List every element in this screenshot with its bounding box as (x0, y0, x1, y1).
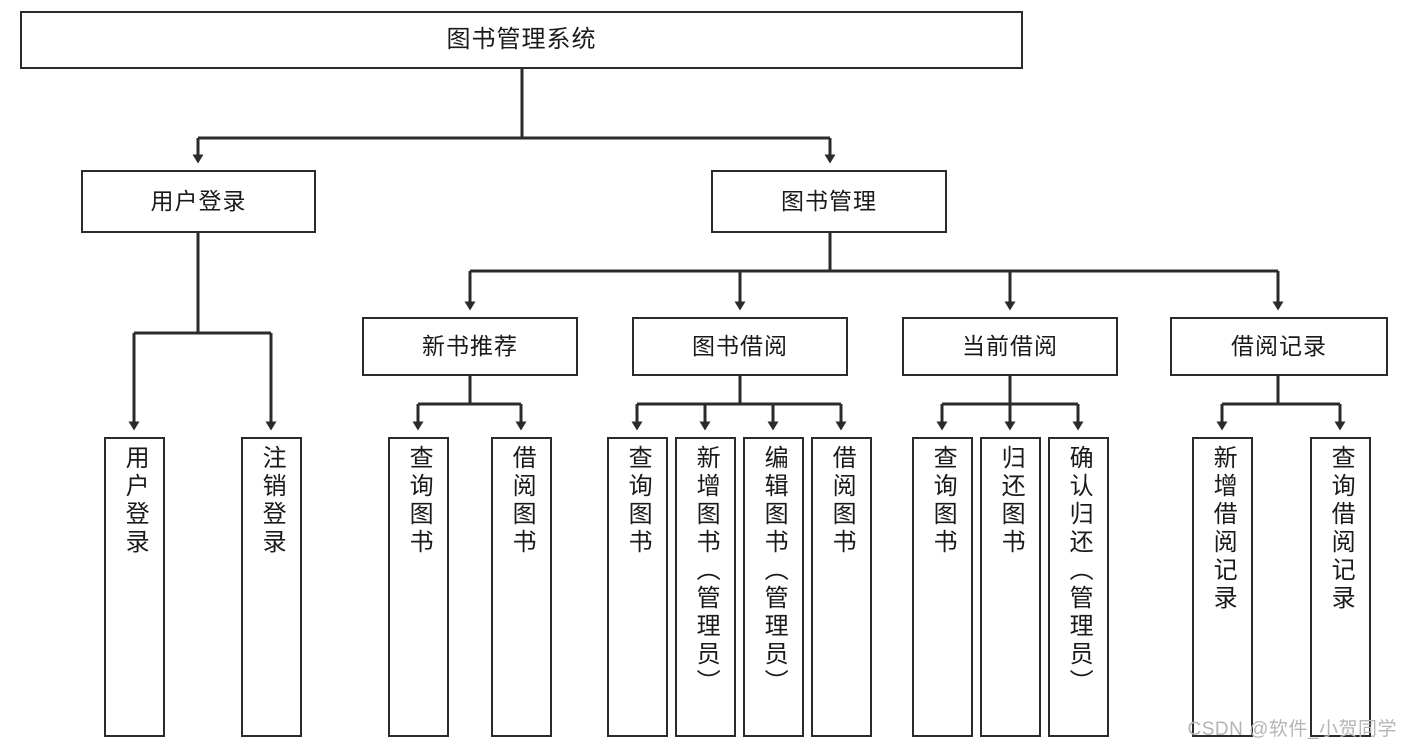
node-label: 新书推荐 (422, 332, 518, 359)
node-label: 确认归还（管理员） (1065, 445, 1093, 697)
node-label: 查询图书 (624, 445, 652, 557)
node-label: 图书借阅 (692, 332, 788, 359)
node-label: 当前借阅 (962, 332, 1058, 359)
node-leaf-return-book[interactable]: 归还图书 (980, 437, 1041, 737)
node-label: 借阅图书 (508, 445, 536, 557)
node-label: 新增图书（管理员） (692, 445, 720, 697)
node-label: 编辑图书（管理员） (760, 445, 788, 697)
node-leaf-borrow-book-1[interactable]: 借阅图书 (491, 437, 552, 737)
node-label: 借阅图书 (828, 445, 856, 557)
node-label: 图书管理 (781, 187, 877, 214)
node-label: 归还图书 (997, 445, 1025, 557)
node-leaf-edit-book[interactable]: 编辑图书（管理员） (743, 437, 804, 737)
node-borrow-record[interactable]: 借阅记录 (1170, 317, 1388, 376)
node-leaf-query-book-3[interactable]: 查询图书 (912, 437, 973, 737)
node-leaf-query-book-2[interactable]: 查询图书 (607, 437, 668, 737)
node-root-system[interactable]: 图书管理系统 (20, 11, 1023, 69)
node-label: 用户登录 (121, 445, 149, 557)
node-label: 注销登录 (258, 445, 286, 557)
node-leaf-add-record[interactable]: 新增借阅记录 (1192, 437, 1253, 737)
node-leaf-user-login[interactable]: 用户登录 (104, 437, 165, 737)
node-leaf-query-book-1[interactable]: 查询图书 (388, 437, 449, 737)
node-label: 新增借阅记录 (1209, 445, 1237, 613)
node-leaf-logout-login[interactable]: 注销登录 (241, 437, 302, 737)
node-current-borrow[interactable]: 当前借阅 (902, 317, 1118, 376)
node-user-login[interactable]: 用户登录 (81, 170, 316, 233)
node-book-management[interactable]: 图书管理 (711, 170, 947, 233)
node-book-borrow[interactable]: 图书借阅 (632, 317, 848, 376)
node-label: 查询图书 (405, 445, 433, 557)
node-leaf-add-book[interactable]: 新增图书（管理员） (675, 437, 736, 737)
node-leaf-query-record[interactable]: 查询借阅记录 (1310, 437, 1371, 737)
node-leaf-borrow-book-2[interactable]: 借阅图书 (811, 437, 872, 737)
node-label: 用户登录 (150, 187, 247, 214)
node-label: 查询借阅记录 (1327, 445, 1355, 613)
node-label: 借阅记录 (1231, 332, 1327, 359)
node-new-book-recommend[interactable]: 新书推荐 (362, 317, 578, 376)
node-label: 查询图书 (929, 445, 957, 557)
node-label: 图书管理系统 (446, 25, 597, 53)
node-leaf-confirm-return[interactable]: 确认归还（管理员） (1048, 437, 1109, 737)
